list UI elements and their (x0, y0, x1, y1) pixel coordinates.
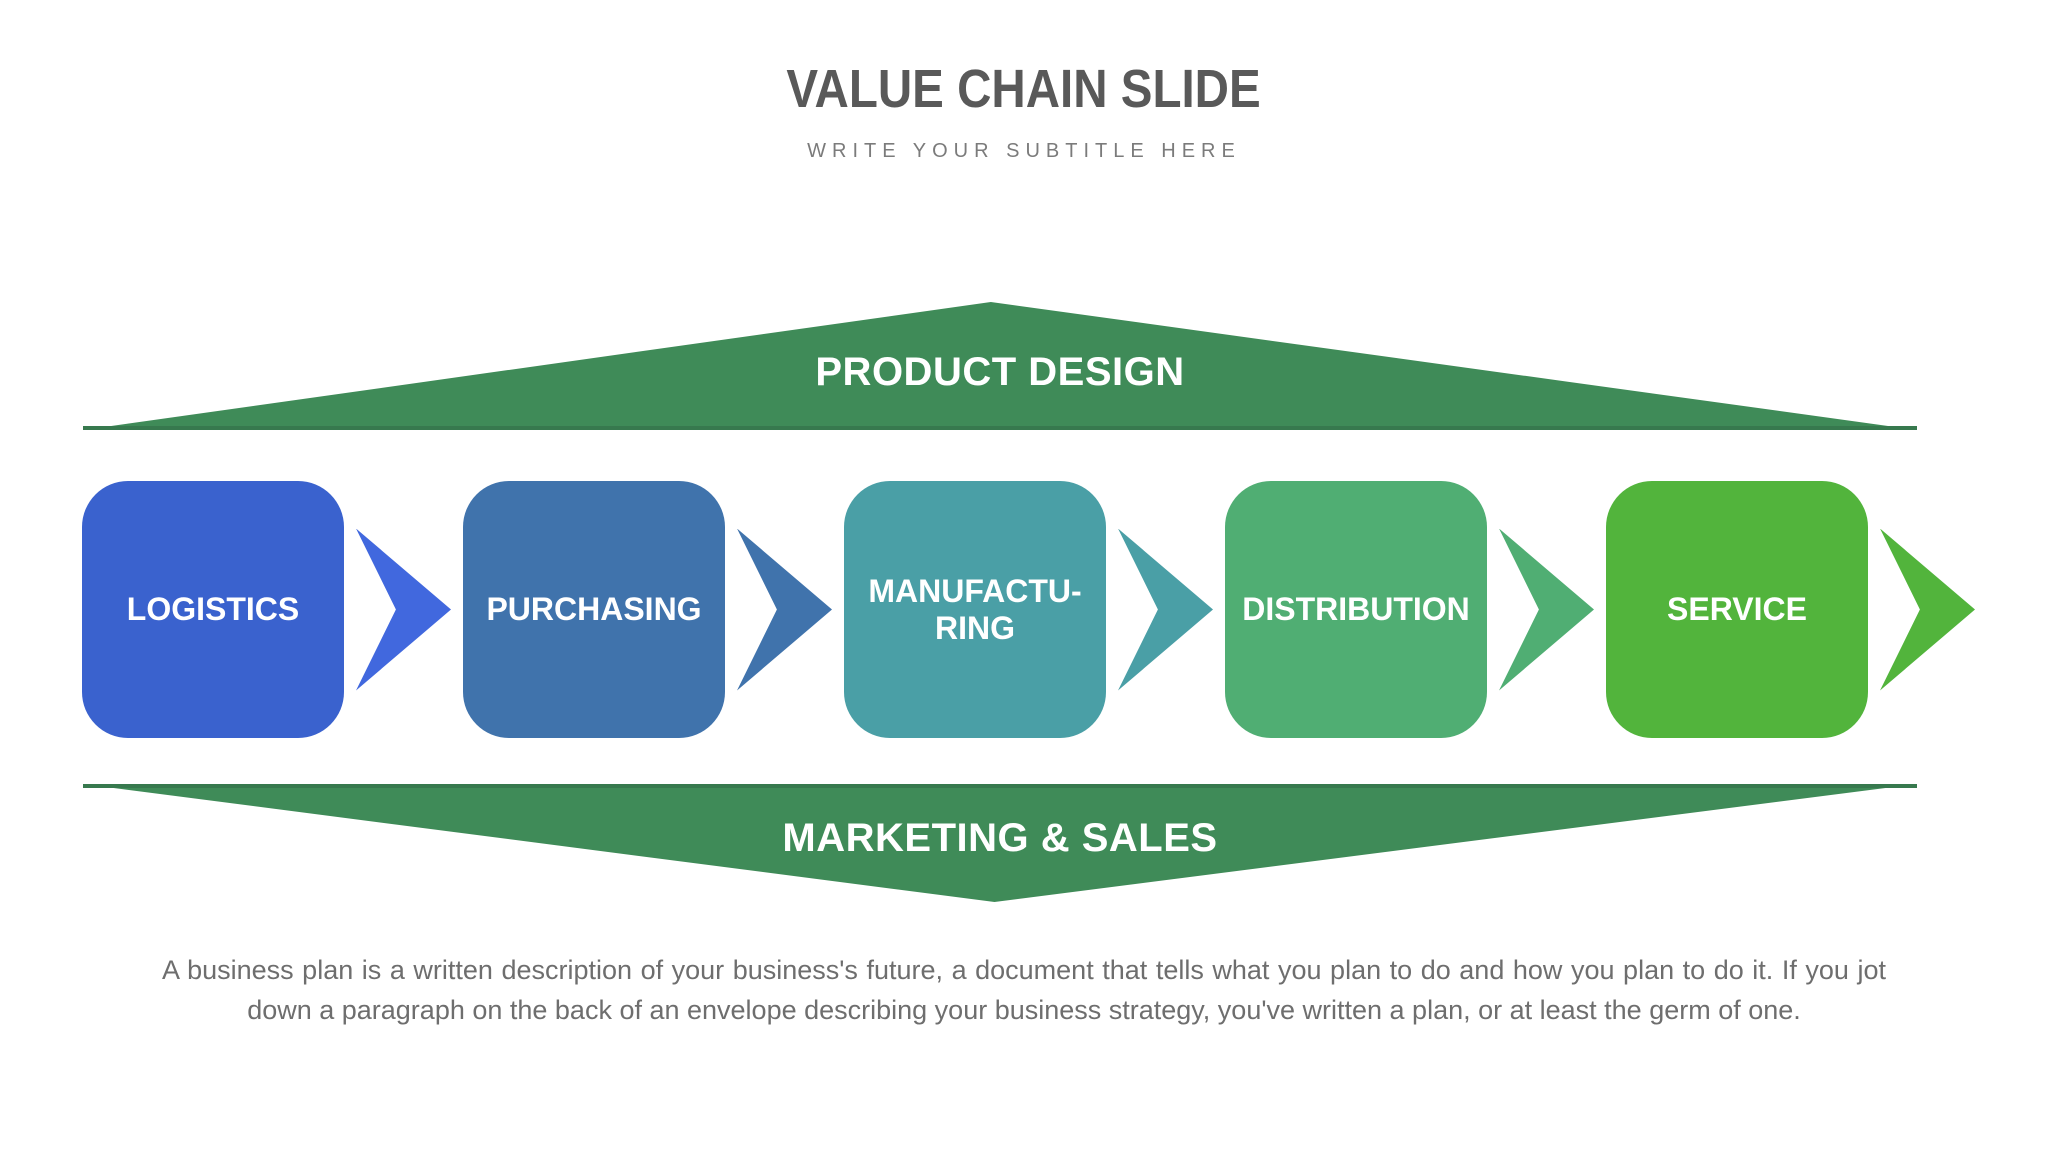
chevron-arrow-icon (1499, 528, 1594, 691)
banner-marketing-sales: MARKETING & SALES (83, 784, 1917, 902)
chevron-arrow-icon (737, 528, 832, 691)
stage-box-purchasing: PURCHASING (463, 481, 725, 738)
stage-box-distribution: DISTRIBUTION (1225, 481, 1487, 738)
page-subtitle: WRITE YOUR SUBTITLE HERE (807, 140, 1241, 162)
page-title: VALUE CHAIN SLIDE (0, 58, 2048, 120)
page-title-text: VALUE CHAIN SLIDE (786, 59, 1262, 119)
value-chain-row: LOGISTICS PURCHASING MANUFACTU-RING DIST… (82, 481, 1987, 738)
banner-marketing-sales-label: MARKETING & SALES (782, 816, 1218, 860)
description-paragraph: A business plan is a written description… (162, 955, 1886, 1025)
banner-product-design-label: PRODUCT DESIGN (815, 350, 1185, 394)
chevron-arrow-icon (1880, 528, 1975, 691)
chevron-arrow-icon (356, 528, 451, 691)
stage-box-manufacturing: MANUFACTU-RING (844, 481, 1106, 738)
banner-product-design: PRODUCT DESIGN (83, 302, 1917, 430)
stage-box-service: SERVICE (1606, 481, 1868, 738)
chevron-arrow-icon (1118, 528, 1213, 691)
banner-marketing-sales-topline (83, 784, 1917, 788)
banner-product-design-baseline (83, 426, 1917, 430)
stage-box-logistics: LOGISTICS (82, 481, 344, 738)
